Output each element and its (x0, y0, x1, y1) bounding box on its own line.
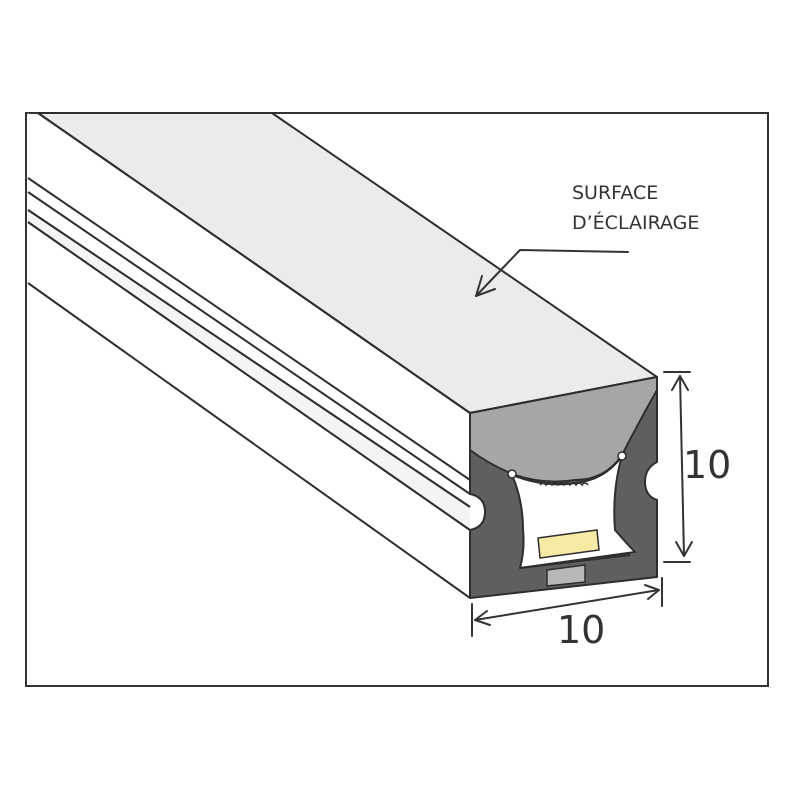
annotation-line-2: D’ÉCLAIRAGE (572, 211, 699, 234)
base-pad (546, 564, 586, 587)
left-clip-hole (507, 469, 517, 479)
width-dimension-label: 10 (557, 608, 605, 652)
diffuser-wave-edge (539, 482, 589, 487)
led-chip (537, 529, 600, 559)
side-groove (28, 210, 470, 530)
height-dimension (663, 371, 693, 563)
annotation-arrow (475, 249, 629, 297)
diffuser-section (469, 376, 658, 483)
profile-side-face (28, 113, 470, 598)
right-clip-hole (617, 451, 627, 461)
width-dimension (471, 577, 663, 637)
annotation-line-1: SURFACE (572, 182, 658, 204)
height-dimension-label: 10 (683, 443, 731, 487)
pcb-strip (519, 554, 631, 569)
